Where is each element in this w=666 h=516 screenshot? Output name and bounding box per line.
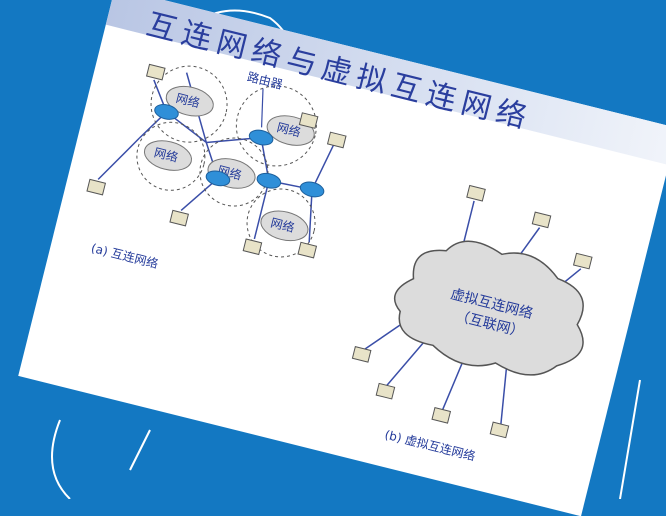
network-diagram: 网络 网络 网络 网络 网络 xyxy=(86,63,593,464)
virtual-internet-cloud: 虚拟互连网络 （互联网） xyxy=(393,240,584,376)
computers-a xyxy=(86,63,347,259)
computer-icon xyxy=(531,211,552,229)
computer-icon xyxy=(572,252,593,270)
computer-icon xyxy=(298,112,319,129)
interconnected-network: 网络 网络 网络 网络 网络 xyxy=(86,63,347,271)
computer-icon xyxy=(489,421,510,439)
caption-b: (b) 虚拟互连网络 xyxy=(383,427,477,464)
router-icon xyxy=(248,129,274,146)
computer-icon xyxy=(466,184,486,202)
router-icon xyxy=(154,104,179,120)
cloud-5-label: 网络 xyxy=(269,215,296,235)
cloud-3: 网络 xyxy=(143,140,193,171)
computer-icon xyxy=(242,238,263,256)
computer-icon xyxy=(326,131,347,149)
caption-a: (a) 互连网络 xyxy=(90,240,160,271)
slide-card: 互连网络与虚拟互连网络 xyxy=(18,0,666,516)
computer-icon xyxy=(351,345,372,363)
computer-icon xyxy=(431,407,452,424)
router-icon xyxy=(299,181,325,198)
router-icon xyxy=(256,172,282,189)
cloud-3-label: 网络 xyxy=(153,144,180,164)
computer-icon xyxy=(169,209,189,227)
routers xyxy=(154,104,325,198)
cloud-2-label: 网络 xyxy=(275,119,302,139)
virtual-network: 虚拟互连网络 （互联网） (b) 虚拟互连网络 xyxy=(351,184,593,464)
router-icon xyxy=(205,170,231,187)
computers-b xyxy=(351,184,593,439)
computer-icon xyxy=(145,63,166,81)
cloud-5: 网络 xyxy=(260,210,309,242)
router-label: 路由器 xyxy=(246,69,285,92)
router-arrow xyxy=(260,88,264,128)
computer-icon xyxy=(297,241,318,259)
computer-icon xyxy=(375,382,396,400)
cloud-1-label: 网络 xyxy=(174,90,201,110)
cloud-1: 网络 xyxy=(165,85,214,117)
computer-icon xyxy=(86,178,107,196)
